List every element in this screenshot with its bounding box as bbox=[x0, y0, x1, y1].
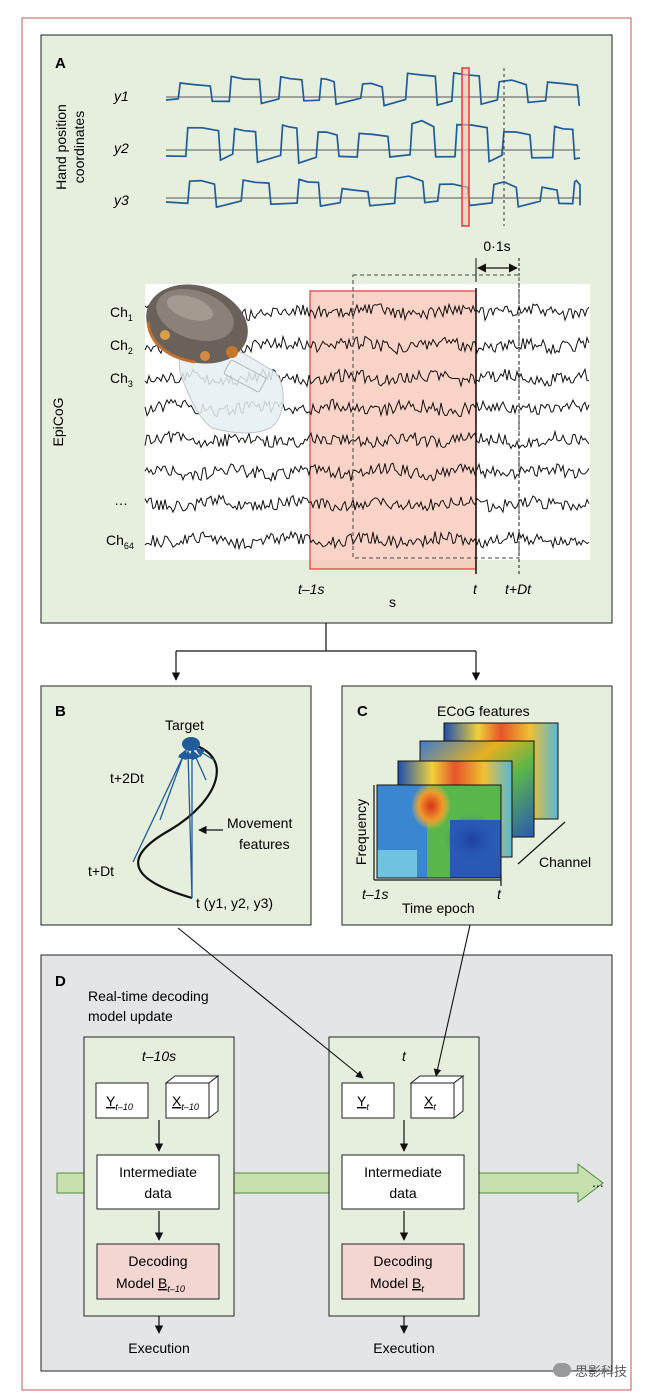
left-x-cube bbox=[164, 1074, 220, 1120]
time-epoch-end: t bbox=[497, 886, 502, 902]
left-y-label: Yt–10 bbox=[106, 1093, 133, 1112]
point-label-tdt: t+Dt bbox=[88, 863, 114, 879]
panel-d-title-line1: Real-time decoding bbox=[88, 988, 209, 1004]
channel-ellipsis: … bbox=[114, 492, 128, 508]
time-label-start: t–1s bbox=[298, 581, 324, 597]
left-y-box bbox=[95, 1082, 149, 1119]
watermark-text: 思影科技 bbox=[575, 1364, 628, 1380]
ecog-trace bbox=[144, 429, 590, 450]
panel-b-letter: B bbox=[55, 703, 66, 720]
hand-position-title-line1: Hand position bbox=[53, 104, 69, 190]
right-x-label: Xt bbox=[424, 1093, 436, 1112]
wechat-icon bbox=[553, 1363, 571, 1377]
update-block-right: t Yt Xt Intermediate data Decoding Model… bbox=[328, 1036, 480, 1356]
right-model-line1: Decoding bbox=[373, 1253, 432, 1269]
target-label: Target bbox=[165, 717, 204, 733]
ecog-axis-title: EpiCoG bbox=[50, 397, 66, 446]
panel-a-letter: A bbox=[55, 55, 66, 72]
vector-from-t2-b bbox=[195, 748, 215, 761]
panel-c: C ECoG features Frequency Time epoch t–1… bbox=[341, 685, 613, 926]
left-model-line1: Decoding bbox=[128, 1253, 187, 1269]
left-x-label: Xt–10 bbox=[172, 1093, 199, 1112]
left-intermediate-line2: data bbox=[144, 1185, 171, 1201]
left-execution-label: Execution bbox=[128, 1340, 189, 1356]
implant-device-image bbox=[146, 284, 284, 434]
current-position-highlight bbox=[461, 67, 470, 227]
vector-mid bbox=[159, 750, 187, 821]
right-y-box bbox=[341, 1082, 395, 1119]
target-marker bbox=[182, 737, 200, 751]
shifted-window-outline bbox=[352, 274, 520, 559]
panel-c-letter: C bbox=[357, 703, 368, 720]
trace-y1 bbox=[165, 71, 581, 107]
panel-b: B Target t+2Dt t+Dt t (y1, y2, y3) Movem… bbox=[40, 685, 312, 926]
left-intermediate-box bbox=[96, 1154, 220, 1210]
x-unit-label: s bbox=[389, 594, 396, 610]
right-y-label: Yt bbox=[357, 1093, 369, 1112]
channel-label-64: Ch64 bbox=[106, 532, 134, 551]
left-model-box bbox=[96, 1243, 220, 1300]
trace-y3 bbox=[165, 175, 581, 209]
panel-d-letter: D bbox=[55, 973, 66, 990]
channel-depth-axis bbox=[517, 821, 566, 865]
analysis-window-highlight bbox=[309, 290, 477, 570]
right-intermediate-box bbox=[341, 1154, 465, 1210]
left-model-line2: Model Bt–10 bbox=[116, 1275, 185, 1294]
connector-a-to-bc bbox=[171, 623, 481, 681]
left-intermediate-line1: Intermediate bbox=[119, 1164, 197, 1180]
outer-frame bbox=[21, 17, 632, 1391]
ecog-trace bbox=[144, 530, 590, 551]
panel-b-background bbox=[40, 685, 312, 926]
panel-d-title-line2: model update bbox=[88, 1008, 173, 1024]
vector-from-t2-a bbox=[192, 750, 207, 781]
right-block-title: t bbox=[402, 1048, 407, 1064]
movement-features-line2: features bbox=[239, 836, 290, 852]
movement-trajectory bbox=[137, 742, 218, 900]
panel-a: A Hand position coordinates y1 y2 y3 0·1… bbox=[40, 34, 613, 624]
frequency-label: Frequency bbox=[353, 799, 369, 865]
ecog-trace bbox=[144, 462, 590, 482]
watermark: 思影科技 bbox=[553, 1358, 637, 1382]
channel-label-2: Ch2 bbox=[110, 337, 133, 356]
time-label-future: t+Dt bbox=[505, 581, 532, 597]
right-model-line2: Model Bt bbox=[370, 1275, 424, 1294]
trace-label-y1: y1 bbox=[113, 88, 129, 104]
panel-d: D Real-time decoding model update ... t–… bbox=[40, 954, 613, 1372]
update-block-left: t–10s Yt–10 Xt–10 Intermediate data Deco… bbox=[83, 1036, 235, 1356]
trace-label-y3: y3 bbox=[113, 192, 129, 208]
trace-label-y2: y2 bbox=[113, 140, 129, 156]
right-x-cube bbox=[409, 1074, 465, 1120]
right-intermediate-line1: Intermediate bbox=[364, 1164, 442, 1180]
time-epoch-label: Time epoch bbox=[402, 900, 475, 916]
trace-y2 bbox=[165, 119, 581, 165]
right-intermediate-line2: data bbox=[389, 1185, 416, 1201]
heatmap-stack bbox=[376, 722, 559, 879]
connector-c-to-xt bbox=[433, 924, 471, 1077]
interval-label: 0·1s bbox=[483, 238, 510, 254]
point-label-t2dt: t+2Dt bbox=[110, 770, 144, 786]
connector-b-to-yt bbox=[177, 927, 364, 1079]
time-epoch-start: t–1s bbox=[362, 886, 388, 902]
vector-from-t0-a bbox=[183, 750, 193, 899]
hand-position-title-line2: coordinates bbox=[71, 111, 87, 183]
ecog-features-title: ECoG features bbox=[437, 703, 530, 719]
right-execution-label: Execution bbox=[373, 1340, 434, 1356]
right-model-box bbox=[341, 1243, 465, 1300]
point-label-t: t (y1, y2, y3) bbox=[196, 895, 273, 911]
channel-label: Channel bbox=[539, 854, 591, 870]
heatmap-layer-1 bbox=[376, 782, 502, 879]
time-label-now: t bbox=[473, 581, 478, 597]
movement-features-line1: Movement bbox=[227, 815, 292, 831]
vector-from-t1 bbox=[132, 749, 187, 863]
channel-label-1: Ch1 bbox=[110, 304, 133, 323]
ecog-trace bbox=[144, 494, 590, 514]
channel-label-3: Ch3 bbox=[110, 370, 133, 389]
left-block-title: t–10s bbox=[142, 1048, 176, 1064]
time-flow-ellipsis: ... bbox=[592, 1174, 604, 1190]
